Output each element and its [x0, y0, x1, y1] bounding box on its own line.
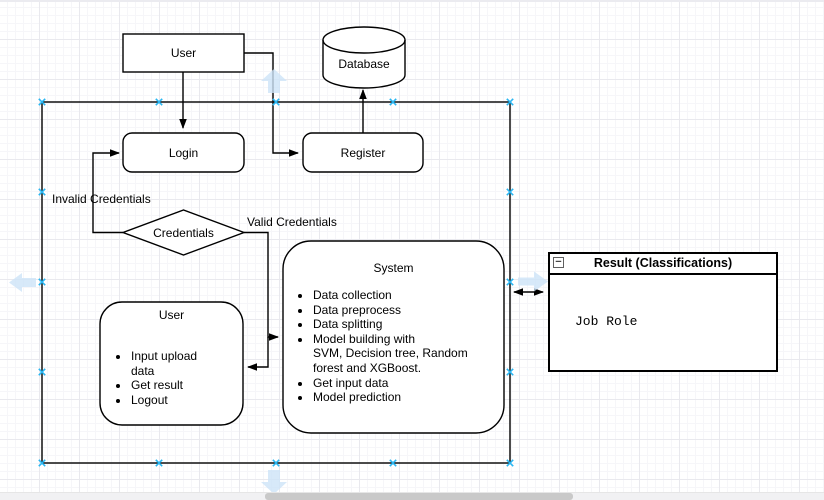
edge-credentials-valid-to-system[interactable]: [244, 231, 279, 341]
list-item: Input upload data: [130, 349, 245, 378]
system-shape[interactable]: [282, 240, 505, 434]
collapse-icon[interactable]: −: [553, 257, 564, 268]
register-shape[interactable]: [302, 132, 424, 173]
database-label: Database: [338, 57, 390, 71]
edge-label-invalid-credentials: Invalid Credentials: [52, 192, 151, 206]
list-item: Data splitting: [312, 317, 502, 332]
list-item: Model prediction: [312, 390, 502, 405]
list-item: Data collection: [312, 288, 502, 303]
result-panel-header: − Result (Classifications): [550, 254, 776, 275]
horizontal-scrollbar-thumb[interactable]: [265, 493, 573, 500]
user-top-label: User: [170, 46, 197, 60]
system-title: System: [373, 261, 414, 275]
register-label: Register: [340, 145, 386, 160]
edge-user-to-register[interactable]: [244, 52, 299, 157]
system-feature-list: Data collection Data preprocess Data spl…: [297, 288, 502, 405]
login-label: Login: [168, 145, 199, 160]
user-actor-action-list: Input upload data Get result Logout: [115, 349, 245, 407]
user-actor-title: User: [158, 308, 185, 322]
list-item: Logout: [130, 393, 245, 408]
database-cylinder-shape[interactable]: [322, 26, 406, 89]
result-panel-title: Result (Classifications): [593, 256, 733, 270]
user-top-shape[interactable]: [122, 33, 245, 73]
database-cylinder-rim: [322, 39, 406, 54]
credentials-decision-shape[interactable]: [120, 209, 247, 256]
list-item: Get input data: [312, 376, 502, 391]
list-item: Model building with SVM, Decision tree, …: [312, 332, 502, 376]
edge-system-to-user-actor[interactable]: [247, 337, 269, 371]
canvas-top-edge: [0, 0, 824, 2]
user-actor-shape[interactable]: [99, 301, 244, 426]
credentials-label: Credentials: [153, 225, 214, 240]
list-item: Get result: [130, 378, 245, 393]
result-panel-body-text: Job Role: [575, 314, 638, 329]
edge-label-valid-credentials: Valid Credentials: [247, 215, 337, 229]
list-item: Data preprocess: [312, 303, 502, 318]
login-shape[interactable]: [122, 132, 245, 173]
result-panel[interactable]: − Result (Classifications) Job Role: [548, 252, 778, 372]
edge-credentials-invalid-to-login[interactable]: [92, 149, 123, 234]
